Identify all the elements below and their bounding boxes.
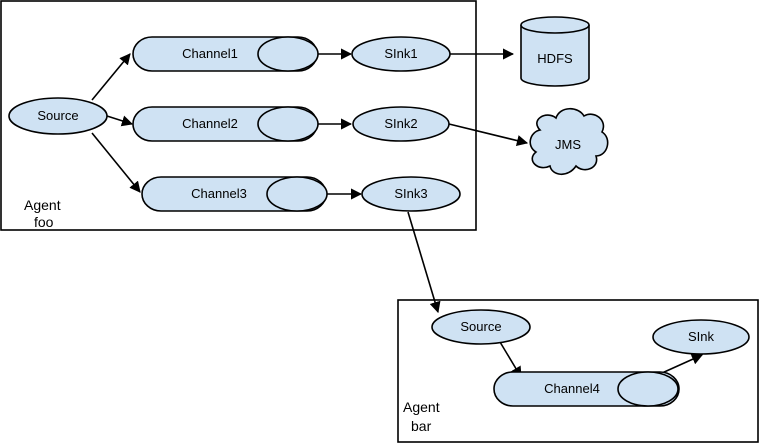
sink-bar-label: SInk — [688, 329, 715, 344]
channel2-node — [132, 106, 319, 142]
agent-bar-label-line2: bar — [411, 418, 432, 434]
channel3-label: Channel3 — [191, 186, 247, 201]
channel4-label: Channel4 — [544, 381, 600, 396]
sink2-label: SInk2 — [384, 116, 417, 131]
sink1-label: SInk1 — [384, 46, 417, 61]
edge-channel4-to-sink-bar — [661, 354, 704, 374]
sink1-node — [351, 36, 451, 72]
sink2-node — [352, 106, 450, 142]
source-foo-label: Source — [37, 108, 78, 123]
hdfs-database-icon — [520, 16, 590, 87]
agent-bar-label-line1: Agent — [403, 399, 440, 415]
edge-source-to-channel3 — [91, 132, 141, 193]
edge-sink3-to-source-bar — [407, 211, 441, 314]
source-foo-node — [8, 97, 108, 135]
edge-sink2-to-jms — [448, 123, 529, 147]
channel1-label: Channel1 — [182, 46, 238, 61]
source-bar-node — [431, 309, 531, 345]
jms-label: JMS — [555, 137, 581, 152]
channel1-node — [132, 36, 319, 72]
sink3-node — [361, 176, 461, 212]
channel3-node — [141, 176, 328, 212]
edge-source-to-channel2 — [106, 115, 134, 127]
sink-bar-node — [652, 319, 750, 355]
source-bar-label: Source — [460, 319, 501, 334]
jms-cloud-icon — [529, 107, 609, 176]
agent-bar-frame — [397, 299, 759, 443]
agent-foo-label-line2: foo — [34, 214, 54, 230]
hdfs-label: HDFS — [537, 51, 573, 66]
agent-foo-frame — [0, 0, 477, 231]
sink3-label: SInk3 — [394, 186, 427, 201]
edge-source-to-channel1 — [91, 53, 131, 101]
channel4-node — [493, 371, 680, 407]
agent-foo-label-line1: Agent — [24, 197, 61, 213]
edge-source-bar-to-channel4 — [499, 341, 522, 378]
channel2-label: Channel2 — [182, 116, 238, 131]
